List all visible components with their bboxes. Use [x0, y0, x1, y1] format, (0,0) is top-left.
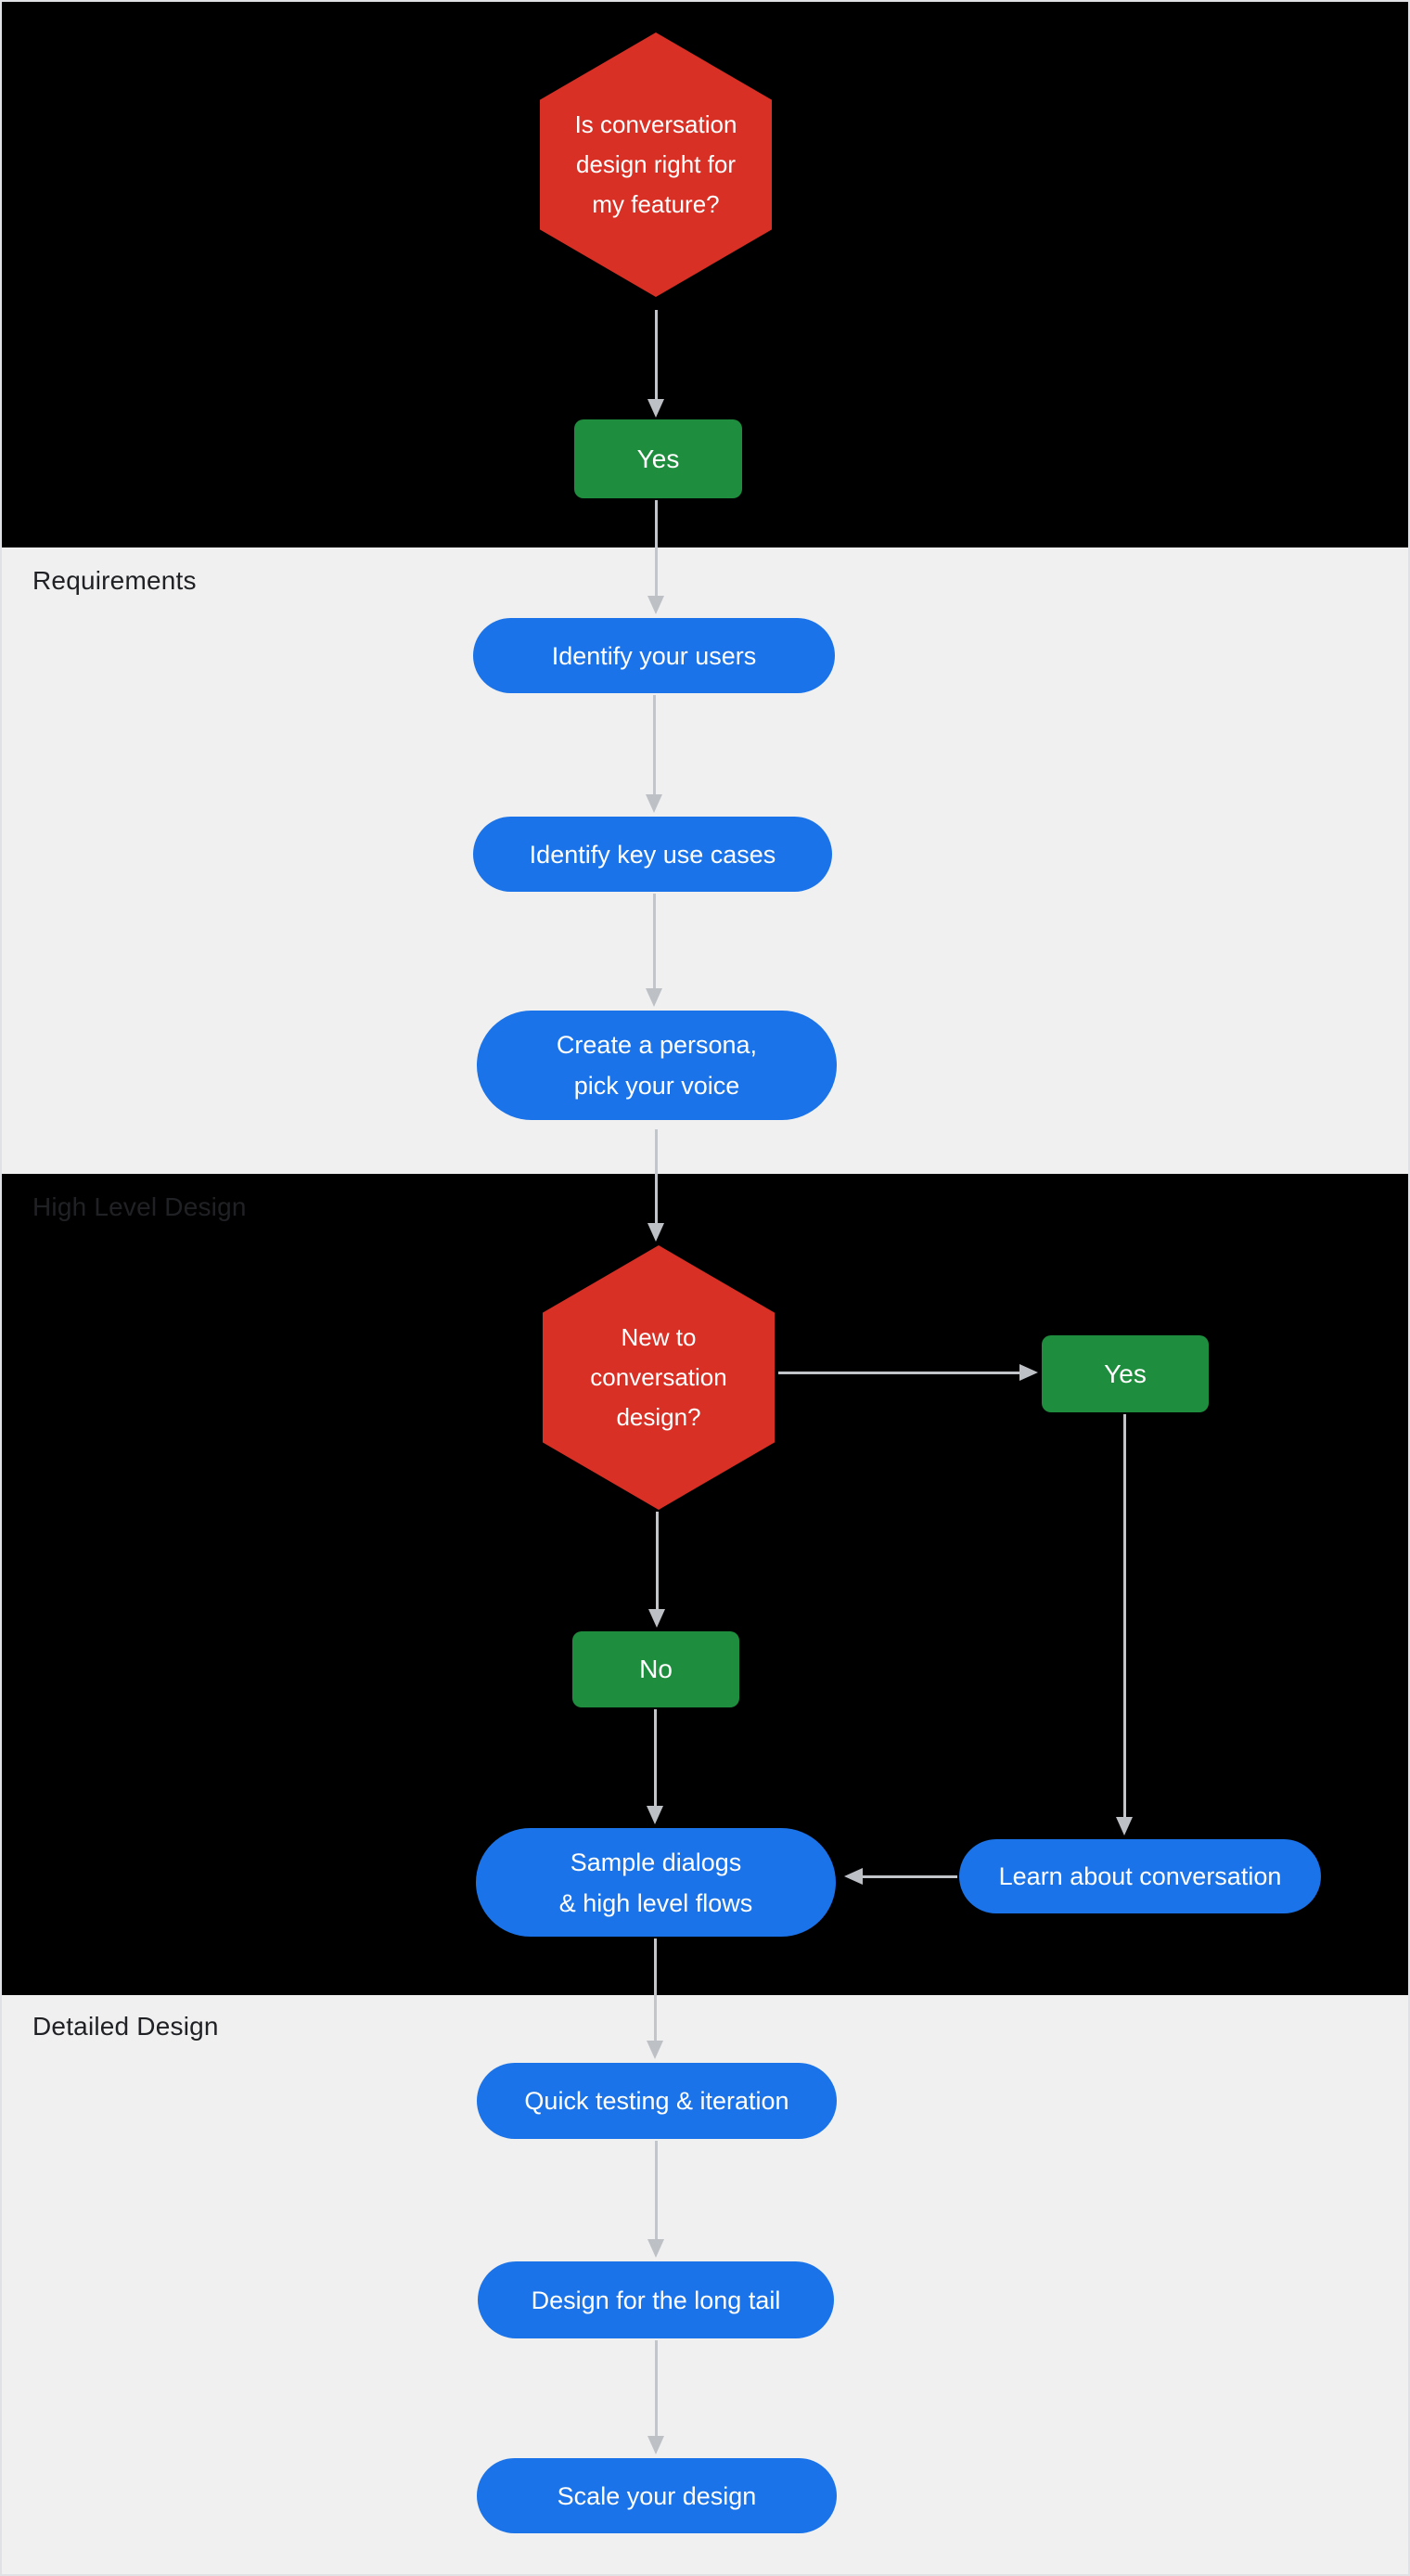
section-label-detailed-design: Detailed Design: [32, 2012, 219, 2041]
answer-yes-1-button[interactable]: Yes: [574, 419, 742, 498]
section-label-requirements: Requirements: [32, 566, 197, 595]
step-label: Learn about conversation: [998, 1862, 1282, 1890]
step-create-persona-pick-voice[interactable]: Create a persona, pick your voice: [477, 1011, 837, 1120]
step-identify-key-use-cases[interactable]: Identify key use cases: [473, 817, 832, 892]
step-label: Quick testing & iteration: [524, 2087, 789, 2115]
section-label-high-level-design: High Level Design: [32, 1192, 247, 1221]
arrow-learn-to-sample-dialogs: [844, 1867, 957, 1886]
answer-label: Yes: [636, 444, 680, 473]
arrow-quick-to-long-tail: [647, 2141, 665, 2258]
decision-label-line: design?: [616, 1403, 701, 1431]
step-label-line: Sample dialogs: [570, 1848, 742, 1876]
step-sample-dialogs-high-level-flows[interactable]: Sample dialogs & high level flows: [476, 1828, 836, 1937]
step-quick-testing-iteration[interactable]: Quick testing & iteration: [477, 2063, 837, 2139]
answer-yes-2-button[interactable]: Yes: [1042, 1335, 1209, 1412]
step-scale-your-design[interactable]: Scale your design: [477, 2458, 837, 2533]
answer-no-button[interactable]: No: [572, 1631, 739, 1707]
arrow-q2-to-yes2: [778, 1363, 1038, 1382]
decision-label-line: design right for: [576, 150, 736, 178]
step-label-line: Create a persona,: [556, 1031, 758, 1059]
decision-label-line: my feature?: [592, 190, 720, 218]
decision-label-line: New to: [621, 1323, 697, 1351]
arrow-long-tail-to-scale: [647, 2340, 665, 2454]
arrow-no-to-sample-dialogs: [646, 1709, 664, 1824]
step-identify-your-users[interactable]: Identify your users: [473, 618, 835, 693]
step-label: Design for the long tail: [531, 2286, 781, 2314]
step-label: Identify your users: [551, 641, 757, 670]
step-design-long-tail[interactable]: Design for the long tail: [478, 2261, 834, 2338]
arrow-sample-to-quick-testing: [646, 1938, 664, 2059]
answer-label: No: [639, 1655, 673, 1683]
arrow-yes2-to-learn: [1115, 1414, 1134, 1835]
decision-label-line: conversation: [590, 1363, 727, 1391]
answer-label: Yes: [1104, 1359, 1147, 1388]
step-label: Identify key use cases: [529, 840, 776, 869]
arrow-use-cases-to-persona: [645, 894, 663, 1007]
arrow-q1-to-yes: [647, 310, 665, 418]
step-label: Scale your design: [557, 2481, 757, 2510]
arrow-q2-to-no: [647, 1512, 666, 1628]
step-label-line: & high level flows: [558, 1888, 753, 1917]
arrow-users-to-use-cases: [645, 695, 663, 813]
arrow-persona-to-q2: [647, 1129, 665, 1242]
step-learn-about-conversation[interactable]: Learn about conversation: [959, 1839, 1321, 1913]
step-label-line: pick your voice: [573, 1072, 740, 1100]
arrow-yes1-to-identify-users: [647, 500, 665, 614]
decision-label-line: Is conversation: [574, 110, 737, 138]
